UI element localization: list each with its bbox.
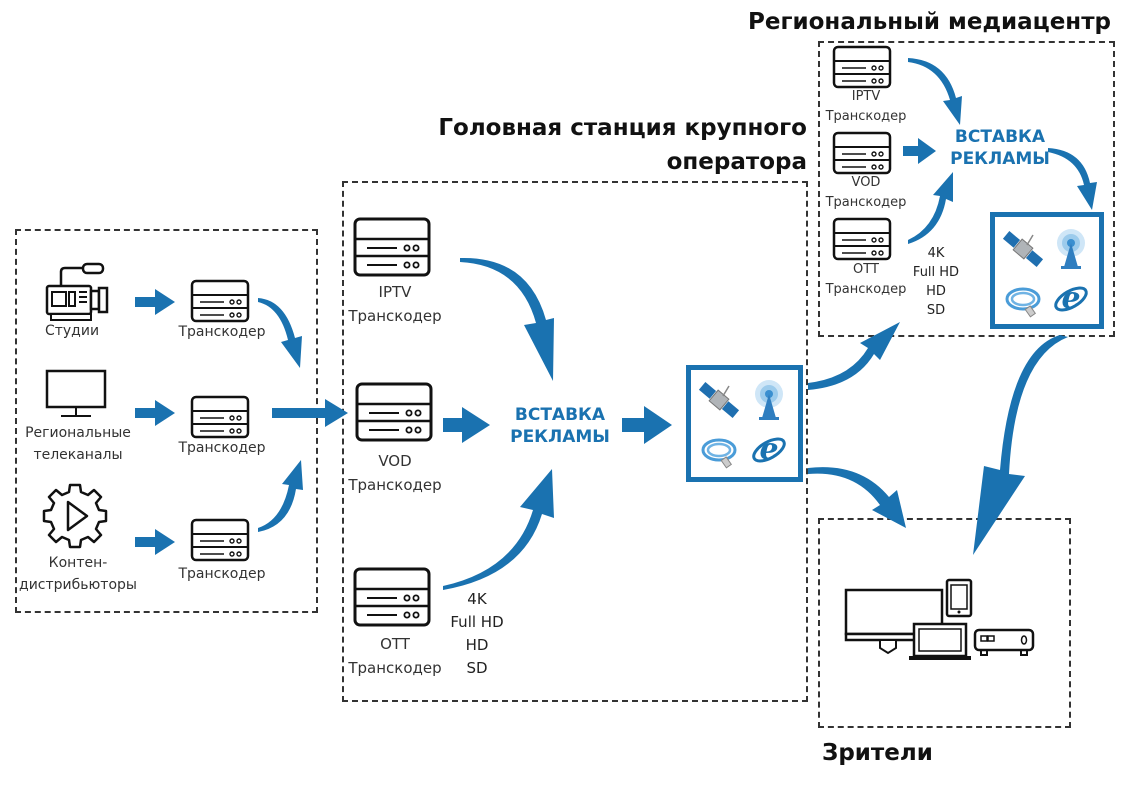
headend-ott-label: OTT Транскодер <box>348 635 442 677</box>
arrow-regional-vod-to-adinsert <box>903 138 936 164</box>
arrow-ott-to-adinsert <box>443 469 554 590</box>
satellite-icon <box>696 379 742 421</box>
regional-ott-transcoder-icon <box>832 217 892 261</box>
laptop-icon <box>909 622 971 660</box>
source-label-regional-channels: Региональные телеканалы <box>25 425 131 463</box>
source-transcoder-label: Транскодер <box>178 566 266 582</box>
source-label-distributors: Контен- дистрибьюторы <box>19 555 137 593</box>
regional-resolutions: 4K Full HD HD SD <box>912 246 960 318</box>
regional-group <box>818 41 1115 337</box>
headend-title: Головная станция крупного оператора <box>438 111 807 179</box>
headend-title-line2: оператора <box>666 149 807 175</box>
viewers-devices <box>844 578 1035 660</box>
antenna-tower-icon <box>755 380 783 420</box>
arrow-sources-to-headend <box>272 399 348 427</box>
arrow-channels-to-transcoder <box>135 400 175 426</box>
headend-iptv-label: IPTV Транскодер <box>348 283 442 325</box>
source-transcoder-icon <box>190 518 250 562</box>
arrow-transcoder3-to-headend <box>258 460 303 532</box>
arrow-distributors-to-transcoder <box>135 529 175 555</box>
straight-arrows <box>135 138 936 555</box>
regional-iptv-transcoder-icon <box>832 45 892 89</box>
headend-ad-insertion: ВСТАВКА РЕКЛАМЫ <box>510 405 610 448</box>
headend-resolutions: 4K Full HD HD SD <box>450 590 504 677</box>
regional-vod-label: VOD Транскодер <box>825 175 907 210</box>
regional-channels-box <box>990 212 1104 329</box>
regional-ott-label: OTT Транскодер <box>825 262 907 297</box>
video-camera-icon <box>45 262 109 321</box>
headend-vod-label: VOD Транскодер <box>348 452 442 494</box>
source-transcoder-label: Транскодер <box>178 324 266 340</box>
monitor-icon <box>45 369 107 417</box>
arrow-regional-adinsert-to-channels <box>1048 148 1097 210</box>
regional-title: Региональный медиацентр <box>748 9 1111 35</box>
viewers-title: Зрители <box>822 740 933 766</box>
curved-arrows <box>258 58 1097 590</box>
gear-play-icon <box>42 483 108 549</box>
arrow-iptv-to-adinsert <box>460 257 554 381</box>
headend-vod-transcoder-icon <box>355 382 433 442</box>
arrow-regional-iptv-to-adinsert <box>908 58 962 125</box>
regional-vod-transcoder-icon <box>832 131 892 175</box>
source-label-studios: Студии <box>44 323 100 339</box>
internet-explorer-icon <box>748 430 790 469</box>
satellite-icon <box>1000 228 1046 270</box>
internet-explorer-icon <box>1050 279 1092 318</box>
cable-icon <box>1005 287 1041 319</box>
source-transcoder-label: Транскодер <box>178 440 266 456</box>
source-transcoder-icon <box>190 279 250 323</box>
sources-group <box>15 229 318 613</box>
headend-ott-transcoder-icon <box>353 567 431 627</box>
cable-icon <box>701 438 737 470</box>
arrow-headend-to-regional <box>808 322 900 390</box>
tablet-icon <box>945 578 973 618</box>
arrow-vod-to-adinsert <box>443 407 490 443</box>
headend-group <box>342 181 808 702</box>
arrow-adinsert-to-channels <box>622 406 672 444</box>
source-transcoder-icon <box>190 395 250 439</box>
set-top-box-icon <box>973 628 1035 656</box>
headend-title-line1: Головная станция крупного <box>438 115 807 141</box>
viewers-group <box>818 518 1071 728</box>
arrow-transcoder1-to-headend <box>258 298 302 368</box>
arrow-studio-to-transcoder <box>135 289 175 315</box>
headend-channels-box <box>686 365 803 482</box>
regional-ad-insertion: ВСТАВКА РЕКЛАМЫ <box>950 127 1050 170</box>
regional-iptv-label: IPTV Транскодер <box>825 89 907 124</box>
arrow-regional-to-viewers <box>973 335 1068 555</box>
headend-iptv-transcoder-icon <box>353 217 431 277</box>
antenna-tower-icon <box>1057 229 1085 269</box>
arrow-regional-ott-to-adinsert <box>908 172 953 244</box>
arrow-headend-to-viewers <box>808 467 906 528</box>
